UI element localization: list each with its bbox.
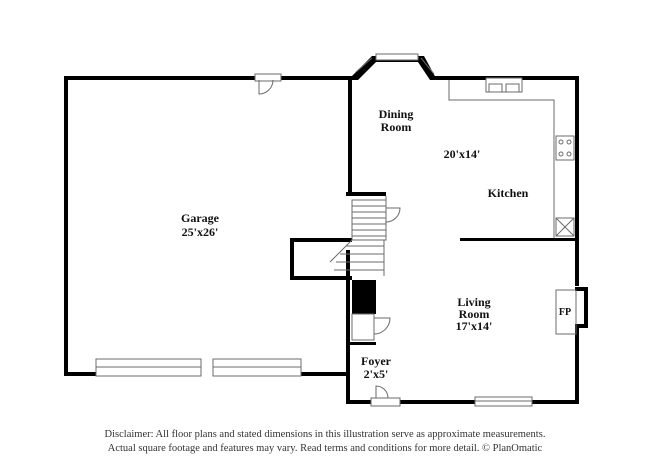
living-window bbox=[474, 396, 533, 407]
kitchen-name: Kitchen bbox=[488, 186, 529, 200]
stair-enclosure bbox=[290, 238, 376, 314]
kitchen-counters bbox=[448, 77, 575, 238]
front-door bbox=[370, 385, 401, 407]
garage-dims: 25'x26' bbox=[182, 225, 219, 239]
living-name-line1: Living bbox=[457, 295, 490, 309]
garage-doors bbox=[95, 358, 302, 377]
fireplace-label: FP bbox=[559, 307, 571, 318]
garage-walls bbox=[64, 76, 352, 376]
dining-name-line1: Dining bbox=[379, 107, 414, 121]
foyer-dims: 2'x5' bbox=[364, 367, 389, 381]
kitchen-dims: 20'x14' bbox=[444, 147, 481, 161]
living-name-line2: Room bbox=[459, 307, 490, 321]
kitchen-partition bbox=[460, 238, 578, 241]
fireplace-hearth bbox=[555, 289, 577, 335]
disclaimer-line-2: Actual square footage and features may v… bbox=[107, 443, 543, 454]
garage-name: Garage bbox=[181, 211, 220, 225]
disclaimer-line-1: Disclaimer: All floor plans and stated d… bbox=[104, 429, 546, 440]
stair-closet-door bbox=[385, 196, 401, 232]
stairs bbox=[329, 199, 387, 276]
foyer-name: Foyer bbox=[361, 354, 392, 368]
dining-name-line2: Room bbox=[381, 120, 412, 134]
garage-entry-door bbox=[254, 73, 282, 95]
coat-closet bbox=[346, 313, 391, 345]
bay-window bbox=[352, 53, 437, 80]
living-dims: 17'x14' bbox=[456, 319, 493, 333]
